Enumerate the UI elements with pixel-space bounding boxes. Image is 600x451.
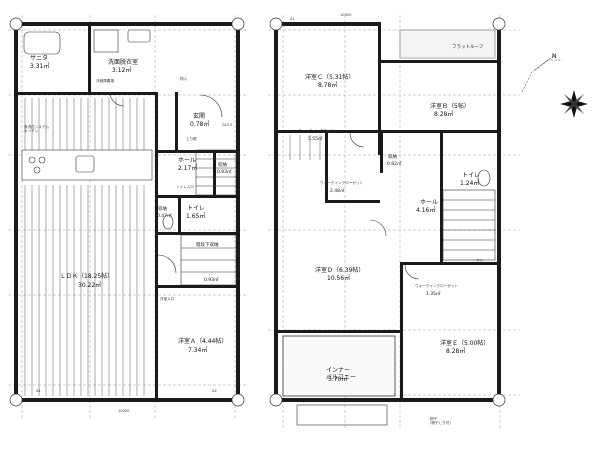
bedroom-b-label: 洋室Ｂ（5帖） [430,102,470,110]
hall-label: ホール [178,157,196,164]
closet-small-area: 0.82㎡ [387,160,402,167]
floor-2-axis-top: A1 [290,17,295,21]
washing-machine-area [93,29,119,53]
bath-area: 3.31㎡ [30,62,49,70]
floor-1-dimension: 10920 [118,409,130,413]
toilet-label: トイレ [187,205,205,212]
balcony-area: 5.70㎡ [328,375,347,383]
floor-2-doors [349,132,420,280]
kitchen-note: 食洗付システムキッチン [24,124,49,133]
closet-d-label: ウォークインクローゼット [415,283,459,288]
balcony-rail [296,404,388,426]
closet-d-area: 1.35㎡ [426,290,441,297]
closet-small-label: 収納 [388,153,397,160]
stair-down-label: 下り [476,258,483,263]
stair-storage-label: 階段下収納 [196,241,219,248]
storage-area: 0.83㎡ [217,168,232,175]
closet-label: 収納 [158,205,167,212]
floor-2-columns [269,17,506,407]
compass: N [521,53,588,118]
wic-area: 2.48㎡ [330,187,345,194]
floor-2-walls [274,22,501,402]
toilet-2f-area: 1.24㎡ [460,179,479,187]
floor-1-grid [8,15,248,420]
floor-1-doors [109,91,223,274]
entrance-label: 玄関 [193,112,205,120]
bedroom-b-area: 8.28㎡ [434,110,453,118]
floor-1-plan: サニタ 3.31㎡ 洗面脱衣室 3.12㎡ 冷蔵庫置場 物入 玄関 0.78㎡ … [8,15,248,420]
toilet-inlet-note: トイレ入口 [176,184,194,189]
bedroom-a-label: 洋室Ａ（4.44帖） [178,337,227,345]
toilet-area: 1.65㎡ [186,212,205,220]
inner-balcony [282,335,396,397]
floor-1-walls [14,22,240,402]
hall-2f-label: ホール [420,199,438,206]
entrance-step: 上り框 [186,136,197,141]
closet-c-area: 5.55㎡ [308,135,323,142]
floor-1-axis-a2: A2 [212,389,217,393]
kitchen-sink [75,155,95,173]
storage-tag: 物入 [180,76,188,81]
entrance-step-note: GL5.5 [222,123,233,127]
bottom-note: 物干(物干しり付) [430,416,451,425]
bedroom-c-label: 洋室Ｃ（5.31帖） [305,73,354,81]
bedroom-e-area: 8.28㎡ [446,347,465,355]
bedroom-a-area: 7.34㎡ [188,346,207,354]
closet-c-label: ウォークインクローゼット [298,128,342,133]
bathtub [23,31,61,55]
stove-burner [33,166,41,174]
balcony-label: インナーバルコニー [326,367,356,381]
washbasin [127,29,151,43]
bedroom-d-label: 洋室Ｄ（6.39帖） [315,266,364,274]
toilet-fixture-2f [477,169,491,187]
storage-label: 収納 [218,161,227,168]
hall-area: 2.17㎡ [178,164,197,172]
closet-area: 0.47㎡ [157,212,172,219]
bath-label: サニタ [30,54,48,62]
floor-2-dimension: 10920 [340,13,352,17]
toilet-2f-label: トイレ [462,172,480,179]
toilet-fixture-1f [162,214,174,230]
bedroom-d-area: 10.56㎡ [327,274,350,282]
bedroom-e-label: 洋室Ｅ（5.00帖） [440,339,489,347]
floor-2-closet-hatch [289,135,321,160]
fridge-note: 冷蔵庫置場 [96,78,114,83]
stove-burner [38,156,46,164]
ldk-floor-hatching [24,98,145,396]
entrance-area: 0.78㎡ [190,120,209,128]
bedroom-inlet-note: 洋室入口 [160,296,175,301]
bedroom-c-area: 8.78㎡ [318,81,337,89]
stove-burner [28,156,36,164]
compass-north-label: N [552,53,557,60]
washroom-label: 洗面脱衣室 [108,58,138,66]
floor-1-stairs [180,149,237,286]
wic-label: ウォークインクローゼット [320,180,364,185]
flat-roof-area [399,29,496,59]
floor-1-axis-a1: A1 [36,389,41,393]
floor-2-plan: 洋室Ｃ（5.31帖） 8.78㎡ 洋室Ｂ（5帖） 8.28㎡ フラットルーフ ウ… [268,13,520,430]
hall-2f-area: 4.16㎡ [416,206,435,214]
ldk-label: ＬＤＫ（18.25帖） [60,272,113,280]
flat-roof-label: フラットルーフ [452,44,483,50]
floor-2-stairs [442,189,496,261]
washroom-area: 3.12㎡ [112,66,131,74]
floor-1-columns [9,17,245,407]
stair-storage-area: 0.93㎡ [204,276,219,283]
ldk-area: 30.22㎡ [78,281,101,289]
